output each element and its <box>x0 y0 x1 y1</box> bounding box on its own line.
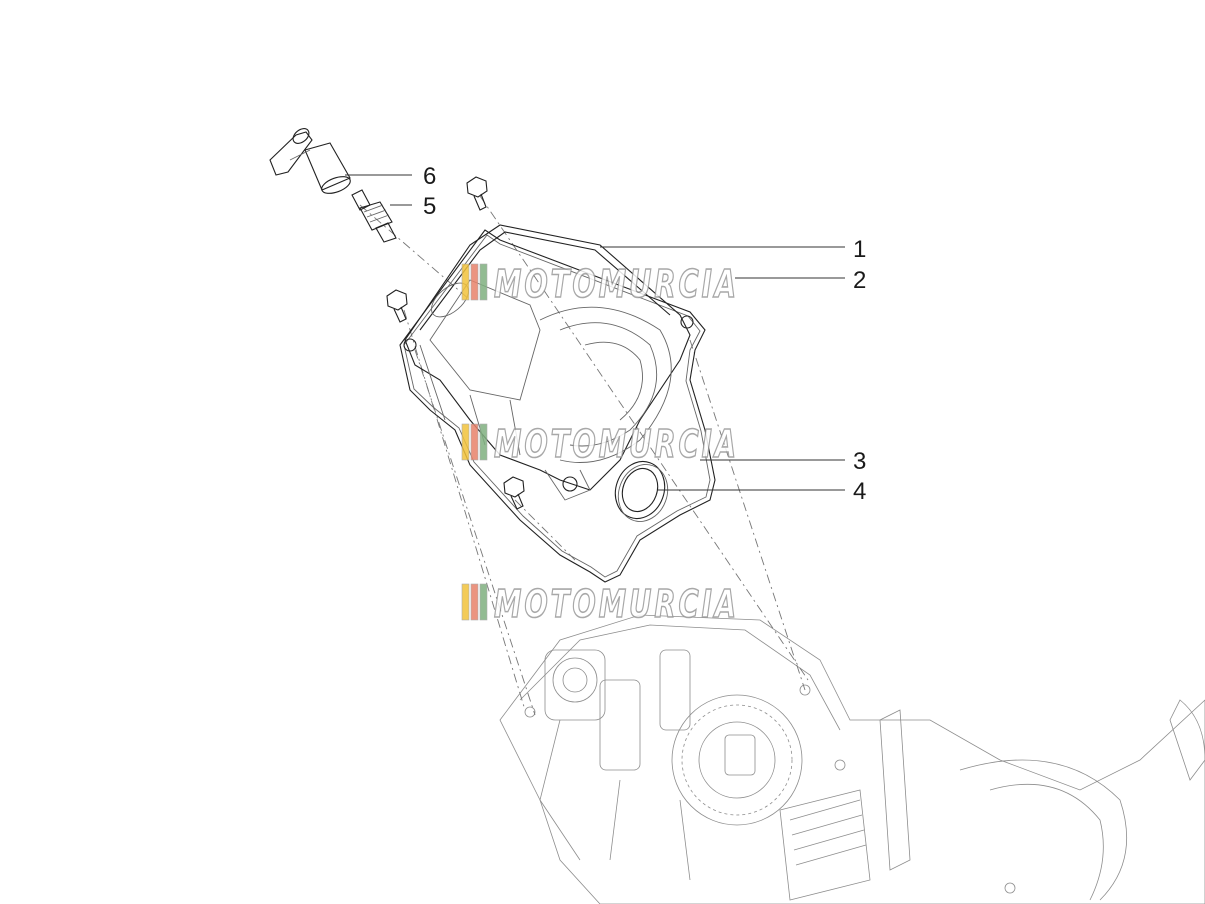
watermark-logo-3: MOTOMURCIA <box>461 581 739 627</box>
watermark-group: MOTOMURCIA MOTOMURCIA MOTOMURCIA <box>461 261 739 627</box>
watermark-stripe <box>470 423 479 461</box>
engine-cylinder-head <box>499 614 1205 904</box>
spark-plug <box>351 189 397 243</box>
oil-seal <box>614 460 669 522</box>
watermark-logo-1: MOTOMURCIA <box>461 261 739 307</box>
cover-bolts <box>386 176 525 510</box>
assembly-lines <box>359 195 809 716</box>
watermark-text: MOTOMURCIA <box>494 422 739 466</box>
watermark-stripe <box>470 263 479 301</box>
watermark-stripe <box>461 263 470 301</box>
watermark-stripe <box>470 583 479 621</box>
watermark-stripe <box>479 583 488 621</box>
valve-cover <box>403 224 694 501</box>
watermark-logo-2: MOTOMURCIA <box>461 421 739 467</box>
watermark-stripe <box>461 423 470 461</box>
leader-lines <box>345 174 845 491</box>
watermark-text: MOTOMURCIA <box>494 262 739 306</box>
callout-number-6: 6 <box>423 163 436 190</box>
watermark-stripe <box>479 263 488 301</box>
watermark-stripe <box>479 423 488 461</box>
callout-number-5: 5 <box>423 193 436 220</box>
watermark-text: MOTOMURCIA <box>494 582 739 626</box>
callout-number-3: 3 <box>853 448 866 475</box>
spark-plug-cap <box>269 128 351 194</box>
callout-number-4: 4 <box>853 478 866 505</box>
callout-number-1: 1 <box>853 236 866 263</box>
callout-number-2: 2 <box>853 267 866 294</box>
watermark-stripe <box>461 583 470 621</box>
